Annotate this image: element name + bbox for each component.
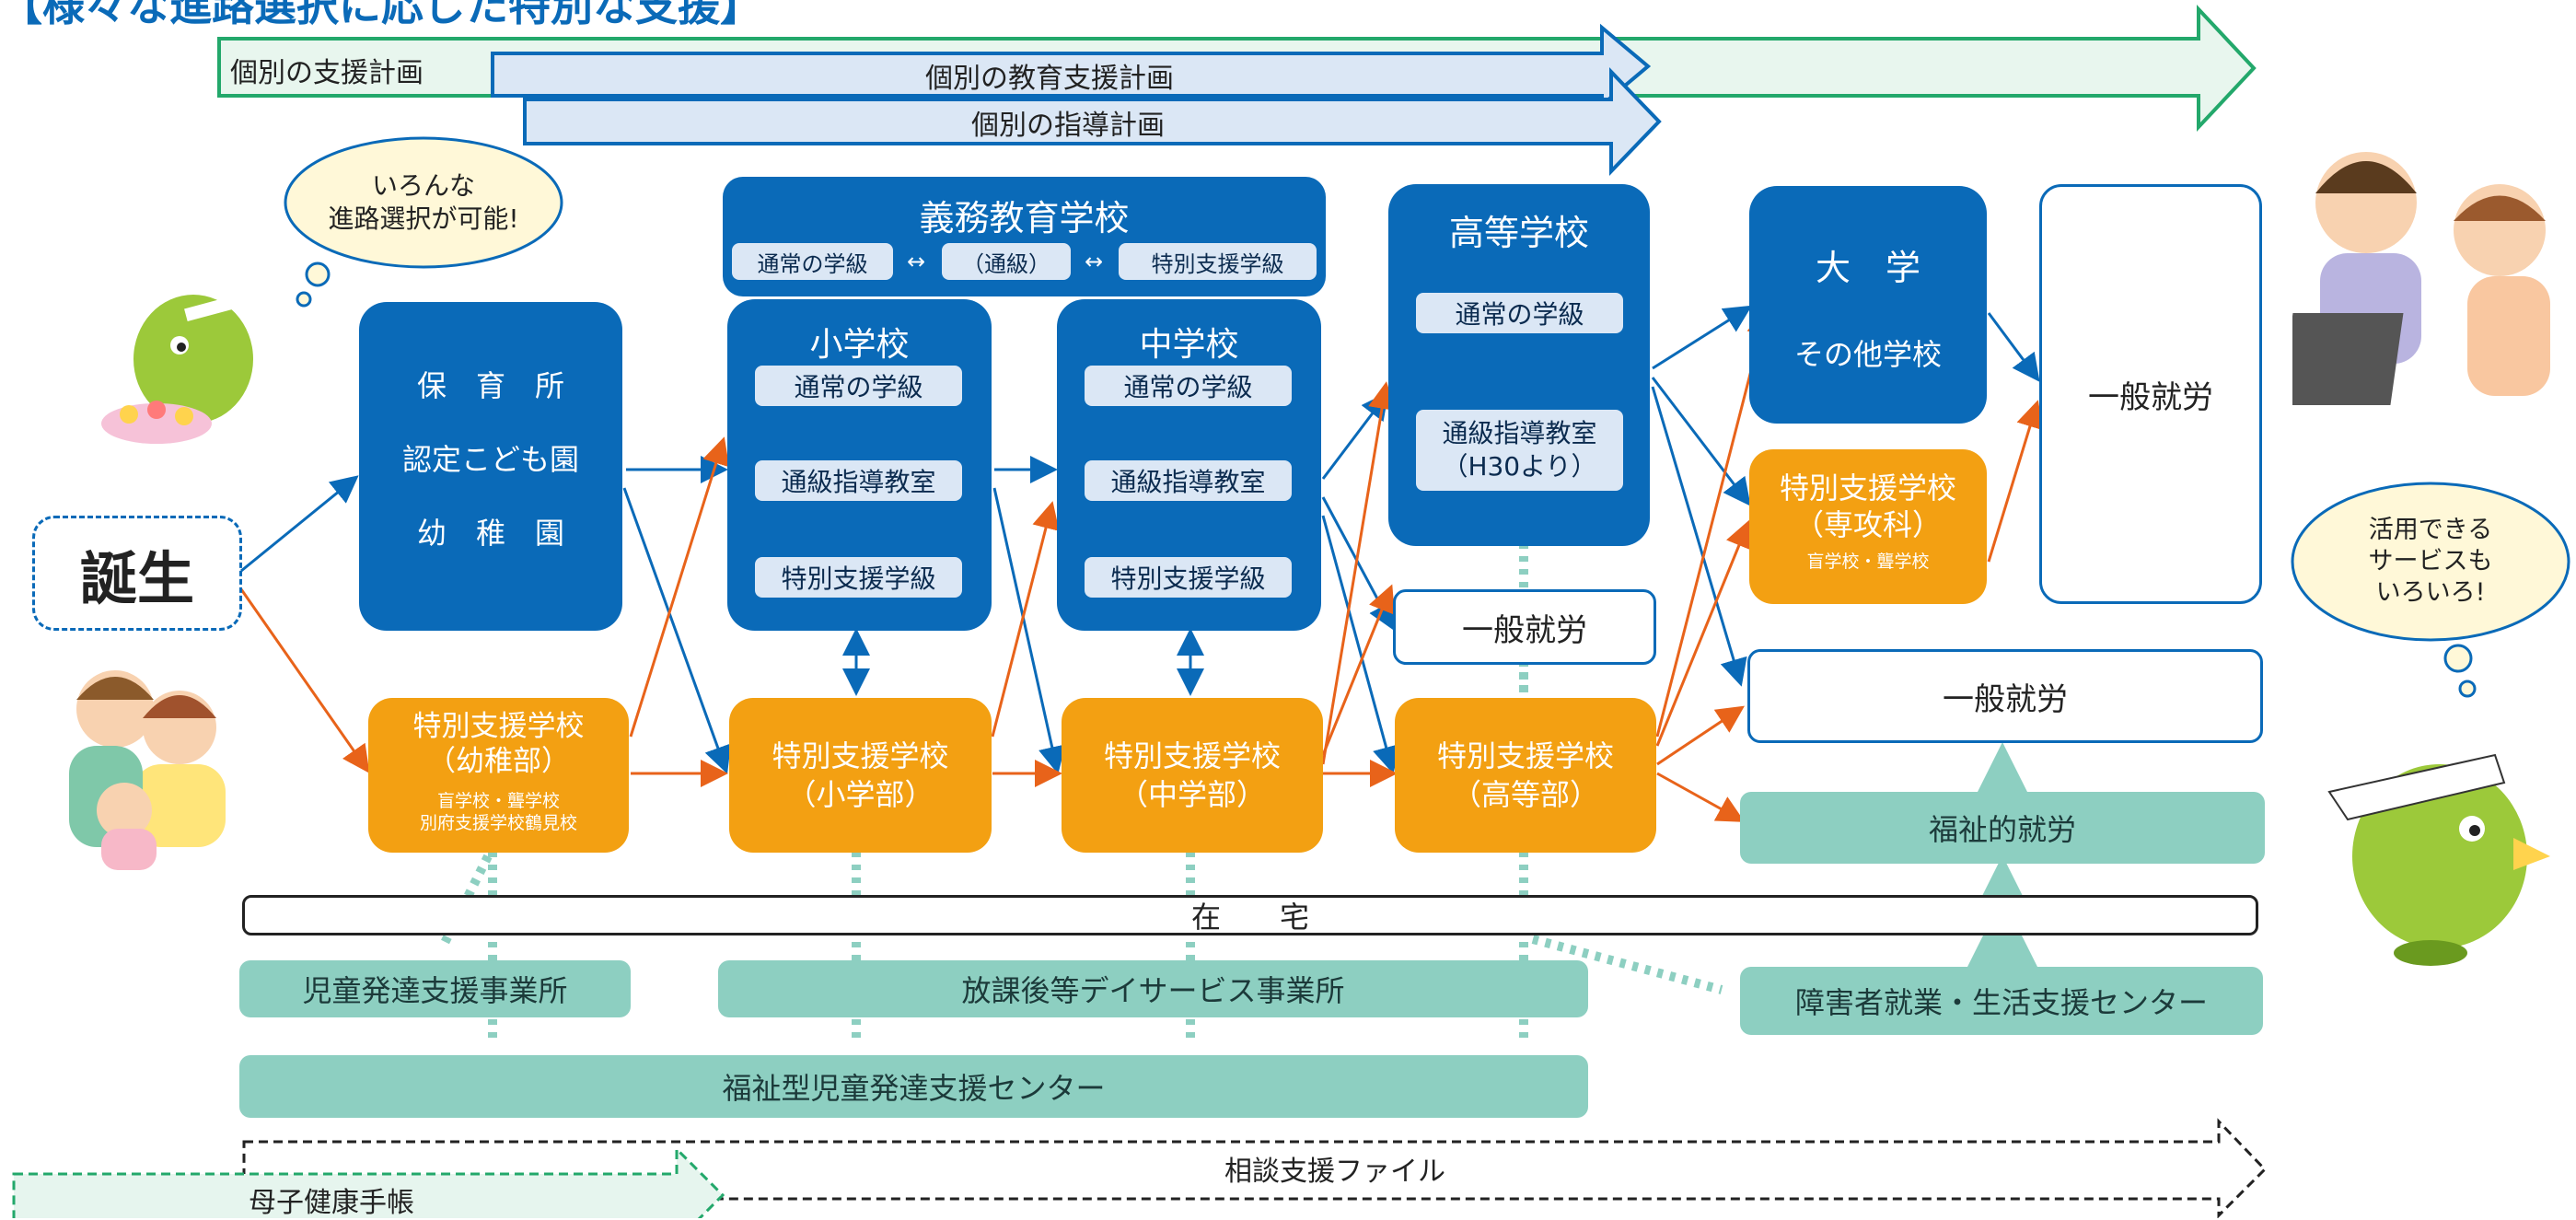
special-elementary-box: 特別支援学校 （小学部） xyxy=(729,698,992,853)
compulsory-school-box: 義務教育学校 通常の学級 ↔ （通級） ↔ 特別支援学級 xyxy=(723,177,1326,296)
bubble-right-text: 活用できる サービスも いろいろ! xyxy=(2368,516,2493,607)
compulsory-resource: （通級） xyxy=(942,243,1071,280)
general-employment-high: 一般就労 xyxy=(1393,589,1656,665)
university-title: 大 学 xyxy=(1815,248,1920,288)
plan-bands xyxy=(217,4,2257,176)
guidance-plan-band-shape xyxy=(523,67,1662,176)
speech-bubble-left xyxy=(284,136,563,308)
high-school-title: 高等学校 xyxy=(1448,213,1589,253)
support-plan-label: 個別の支援計画 xyxy=(230,57,424,89)
elementary-resource: 通級指導教室 xyxy=(755,460,962,501)
guidance-plan-label: 個別の指導計画 xyxy=(971,110,1165,142)
special-junior-box: 特別支援学校 （中学部） xyxy=(1062,698,1323,853)
employment-life-support-center: 障害者就業・生活支援センター xyxy=(1740,967,2263,1035)
elementary-regular: 通常の学級 xyxy=(755,366,962,406)
high-school-regular: 通常の学級 xyxy=(1416,293,1623,333)
junior-high-special: 特別支援学級 xyxy=(1085,557,1292,598)
maternal-handbook-label: 母子健康手帳 xyxy=(249,1187,414,1219)
special-kindergarten-sub: 盲学校・聾学校 別府支援学校鶴見校 xyxy=(419,791,577,833)
elementary-title: 小学校 xyxy=(809,326,910,364)
preschool-kindergarten: 幼 稚 園 xyxy=(416,516,564,551)
consultation-file-label: 相談支援ファイル xyxy=(1224,1156,1445,1188)
special-kindergarten-box: 特別支援学校 （幼稚部） 盲学校・聾学校 別府支援学校鶴見校 xyxy=(368,698,629,853)
elementary-special: 特別支援学級 xyxy=(755,557,962,598)
preschool-nursery: 保 育 所 xyxy=(416,368,564,403)
staff-illustration xyxy=(2292,152,2550,405)
compulsory-school-title: 義務教育学校 xyxy=(919,198,1130,238)
page-title: 【様々な進路選択に応じた特別な支援】 xyxy=(0,0,762,30)
preschool-box: 保 育 所 認定こども園 幼 稚 園 xyxy=(359,302,622,631)
mascot-right-illustration xyxy=(2327,753,2550,966)
speech-bubble-right xyxy=(2291,482,2570,698)
junior-high-regular: 通常の学級 xyxy=(1085,366,1292,406)
preschool-certified: 認定こども園 xyxy=(401,442,579,477)
welfare-employment: 福祉的就労 xyxy=(1740,792,2265,864)
special-advanced-sub: 盲学校・聾学校 xyxy=(1806,552,1930,572)
junior-high-resource: 通級指導教室 xyxy=(1085,460,1292,501)
mascot-flower-illustration xyxy=(101,285,277,444)
special-advanced-title: 特別支援学校 （専攻科） xyxy=(1779,471,1956,542)
family-illustration xyxy=(69,670,226,870)
high-school-resource: 通級指導教室 （H30より） xyxy=(1416,410,1623,491)
special-kindergarten-title: 特別支援学校 （幼稚部） xyxy=(412,710,585,778)
general-employment-mid: 一般就労 xyxy=(1747,649,2263,743)
birth-box: 誕生 xyxy=(32,516,242,631)
special-advanced-box: 特別支援学校 （専攻科） 盲学校・聾学校 xyxy=(1749,449,1987,604)
arrow-both-icon: ↔ xyxy=(906,249,926,274)
university-box: 大 学 その他学校 xyxy=(1749,186,1987,424)
compulsory-special: 特別支援学級 xyxy=(1119,243,1317,280)
university-other: その他学校 xyxy=(1793,337,1942,372)
child-dev-support-office: 児童発達支援事業所 xyxy=(239,960,631,1017)
welfare-child-dev-center: 福祉型児童発達支援センター xyxy=(239,1055,1588,1118)
junior-high-title: 中学校 xyxy=(1139,326,1239,364)
bubble-left-text: いろんな 進路選択が可能! xyxy=(328,170,519,234)
bottom-bands xyxy=(12,1118,2268,1218)
high-school-box: 高等学校 通常の学級 通級指導教室 （H30より） xyxy=(1388,184,1650,546)
maternal-handbook-band-shape xyxy=(12,1145,725,1218)
junior-high-box: 中学校 通常の学級 通級指導教室 特別支援学級 xyxy=(1057,299,1321,631)
elementary-school-box: 小学校 通常の学級 通級指導教室 特別支援学級 xyxy=(727,299,992,631)
arrow-both-icon: ↔ xyxy=(1084,249,1104,274)
home-bar: 在 宅 xyxy=(242,895,2258,935)
general-employment-right: 一般就労 xyxy=(2039,184,2262,604)
compulsory-regular: 通常の学級 xyxy=(732,243,893,280)
education-plan-label: 個別の教育支援計画 xyxy=(925,63,1174,95)
special-high-box: 特別支援学校 （高等部） xyxy=(1395,698,1656,853)
after-school-day-service: 放課後等デイサービス事業所 xyxy=(718,960,1588,1017)
